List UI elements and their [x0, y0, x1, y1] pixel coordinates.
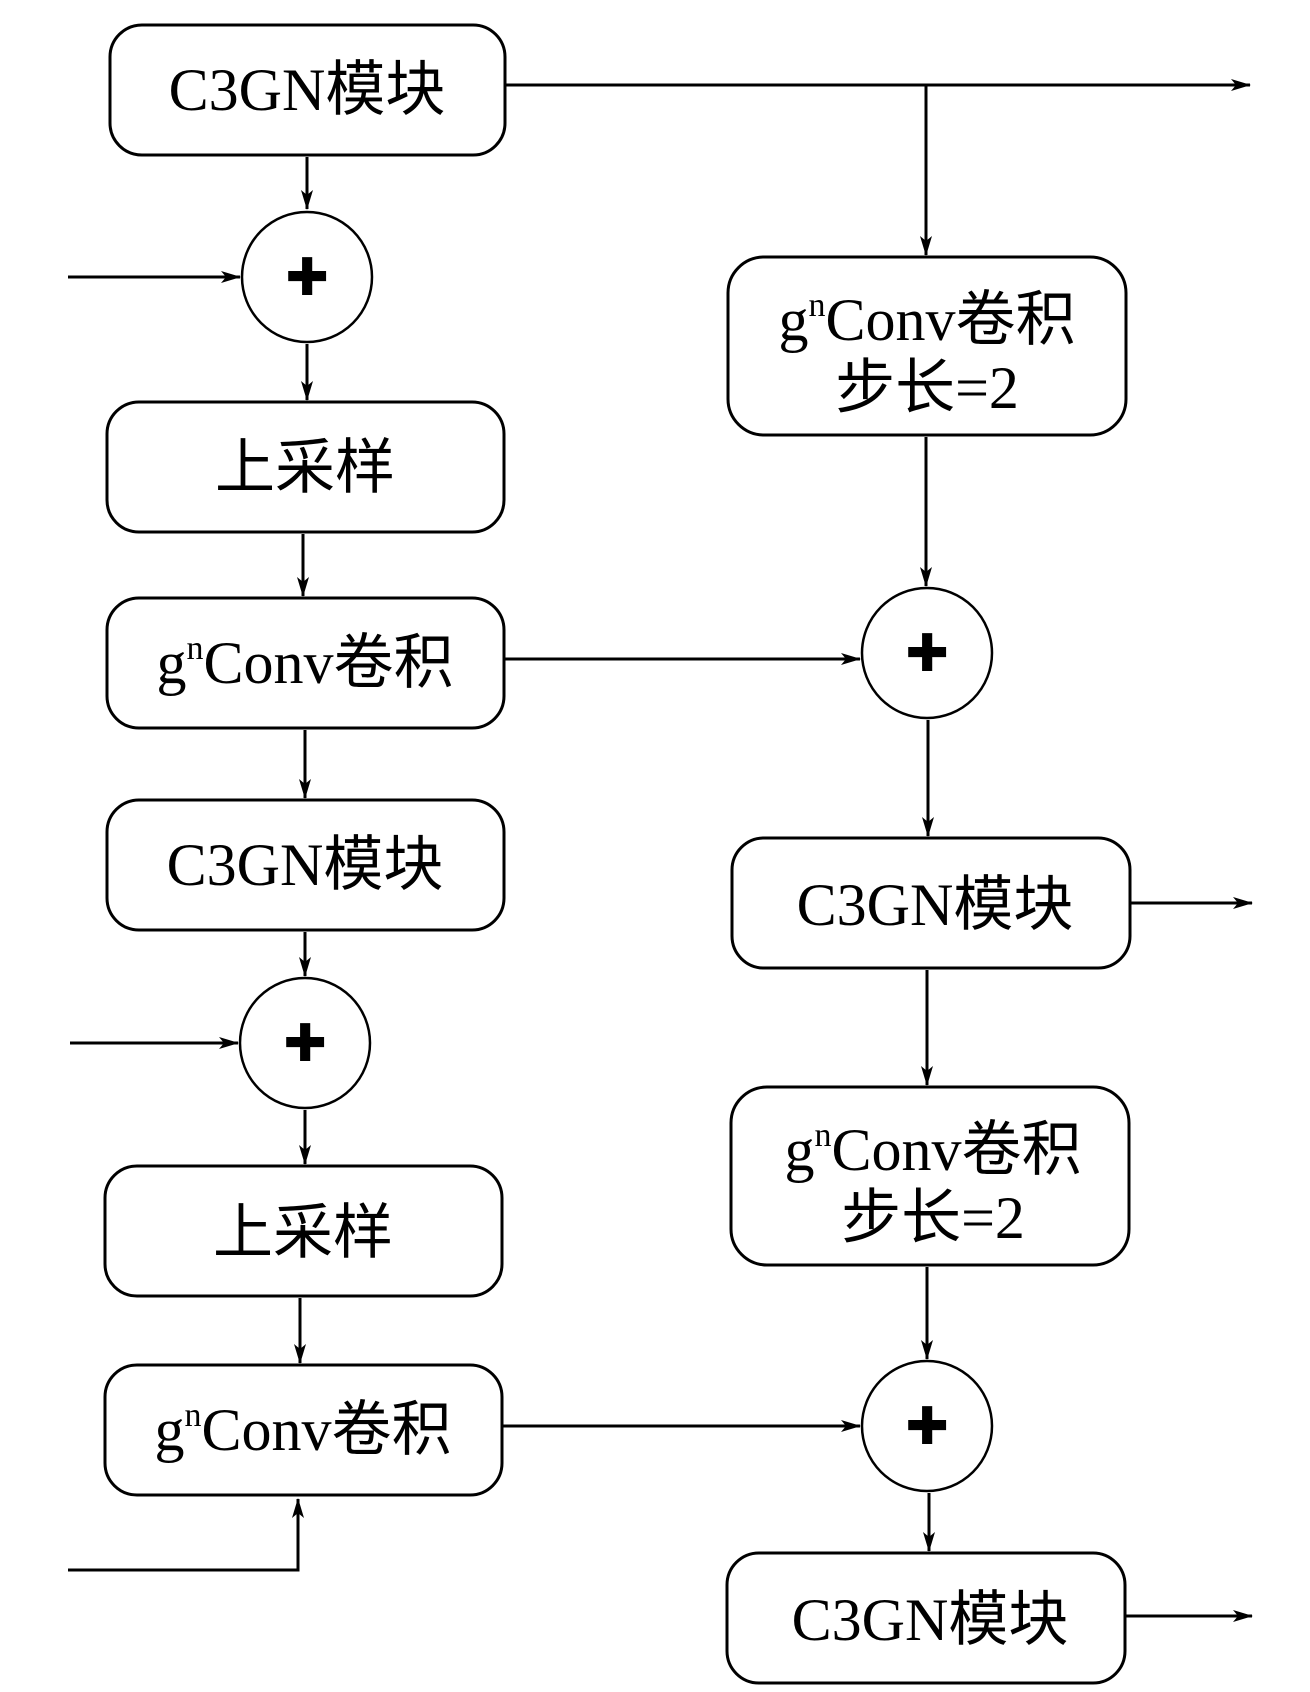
- left-upsample-2-label: 上采样: [213, 1200, 393, 1266]
- left-join-node-2: ✚: [238, 976, 372, 1110]
- right-c3gn-bottom-node: C3GN模块: [725, 1551, 1127, 1685]
- right-gnconv-stride2-node-1: gnConv卷积 步长=2: [726, 255, 1128, 437]
- join-symbol: ✚: [285, 248, 329, 308]
- left-c3gn-top-label: C3GN模块: [169, 57, 446, 123]
- left-gnconv-node-1: gnConv卷积: [105, 596, 506, 730]
- right-join-node-1: ✚: [860, 586, 994, 720]
- left-upsample-node-2: 上采样: [103, 1164, 504, 1298]
- right-gnconv-s2-2-stride: 步长=2: [841, 1185, 1025, 1251]
- edge-input-3-to-gnconv-2: [68, 1498, 304, 1572]
- left-c3gn-top-node: C3GN模块: [108, 23, 507, 157]
- left-gnconv-1-label: gnConv卷积: [156, 630, 453, 696]
- right-join-node-2: ✚: [860, 1359, 994, 1493]
- join-symbol: ✚: [283, 1014, 327, 1074]
- right-c3gn-mid-node: C3GN模块: [730, 836, 1132, 970]
- left-upsample-1-label: 上采样: [215, 435, 395, 501]
- right-c3gn-bottom-label: C3GN模块: [792, 1587, 1069, 1653]
- left-c3gn-mid-label: C3GN模块: [167, 832, 444, 898]
- right-gnconv-s2-2-label: gnConv卷积: [784, 1117, 1081, 1183]
- right-gnconv-stride2-node-2: gnConv卷积 步长=2: [729, 1085, 1131, 1267]
- right-c3gn-mid-label: C3GN模块: [797, 872, 1074, 938]
- right-gnconv-s2-1-stride: 步长=2: [835, 355, 1019, 421]
- join-symbol: ✚: [905, 624, 949, 684]
- join-symbol: ✚: [905, 1397, 949, 1457]
- right-gnconv-s2-1-label: gnConv卷积: [778, 287, 1075, 353]
- left-c3gn-mid-node: C3GN模块: [105, 798, 506, 932]
- left-join-node-1: ✚: [240, 210, 374, 344]
- left-gnconv-node-2: gnConv卷积: [103, 1363, 504, 1497]
- left-upsample-node-1: 上采样: [105, 400, 506, 534]
- left-gnconv-2-label: gnConv卷积: [154, 1397, 451, 1463]
